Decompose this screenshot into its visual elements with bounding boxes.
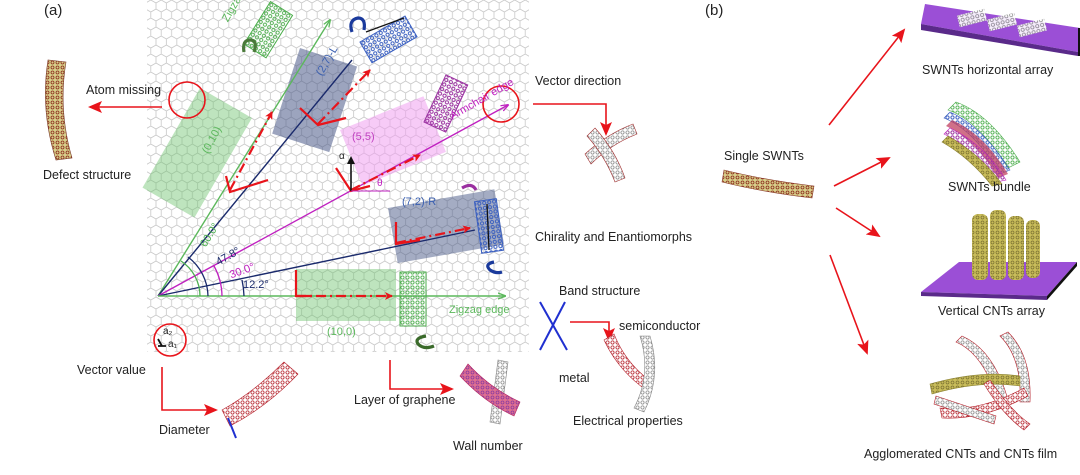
alpha-theta-axes	[347, 156, 390, 192]
unit-cell-2-7	[272, 48, 358, 153]
arrow-to-wall-number	[389, 360, 454, 395]
defect-tube-model	[45, 59, 73, 161]
unit-cell-5-5	[340, 96, 446, 186]
electrical-properties-label: Electrical properties	[573, 414, 683, 428]
theta-symbol: θ	[377, 178, 383, 189]
a2-vector-label: a₂	[163, 326, 173, 337]
chirality-label: Chirality and Enantiomorphs	[535, 230, 693, 244]
vector-value-circle	[153, 323, 187, 357]
arrow-to-electrical	[570, 321, 615, 342]
arrow-to-agglomerated	[829, 254, 869, 355]
chiral-index-7-2-R: (7,2)-R	[402, 196, 437, 208]
line-12-2deg	[157, 229, 476, 297]
atom-missing-circle	[168, 81, 206, 119]
line-60deg	[157, 20, 330, 297]
rotation-glyphs	[242, 16, 503, 350]
diameter-tube-model	[221, 361, 299, 427]
a1-vector-label: a₁	[168, 339, 177, 350]
chirality-tube-right	[586, 127, 626, 183]
arrow-to-bundle	[833, 157, 891, 187]
metal-label: metal	[559, 371, 590, 385]
chiral-vectors	[224, 69, 471, 300]
atom-missing-label: Atom missing	[86, 83, 162, 97]
chiral-index-5-5: (5,5)	[352, 131, 375, 143]
vertical-cnts-array-label: Vertical CNTs array	[938, 304, 1045, 318]
panel-b-models	[721, 4, 1080, 431]
wall-number-label: Wall number	[453, 439, 523, 453]
panel-a-label: (a)	[44, 2, 63, 19]
tube-5-5	[423, 74, 469, 133]
diameter-label: Diameter	[159, 423, 210, 437]
swnts-horizontal-array-label: SWNTs horizontal array	[922, 63, 1054, 77]
band-structure-label: Band structure	[559, 284, 641, 298]
single-swnt-model	[721, 169, 815, 199]
angle-arcs	[180, 256, 245, 297]
tube-10-0	[399, 271, 427, 327]
band-structure-icon	[539, 301, 568, 351]
single-swnts-label: Single SWNTs	[724, 149, 804, 163]
defect-structure-label: Defect structure	[43, 168, 132, 182]
arrow-to-horizontal-array	[828, 28, 906, 126]
agglomerated-cnts-label: Agglomerated CNTs and CNTs film	[864, 447, 1058, 461]
line-30deg	[157, 105, 508, 297]
vector-direction-circle	[482, 85, 520, 123]
wall-number-outer-tube	[459, 363, 521, 417]
zigzag-edge-bottom-label: Zigzag edge	[449, 304, 510, 316]
highlight-circles	[153, 81, 520, 357]
vector-value-label: Vector value	[77, 363, 146, 377]
lattice-tubes	[243, 0, 505, 327]
vector-direction-label: Vector direction	[535, 74, 622, 88]
panel-a-tube-models	[45, 59, 656, 439]
alpha-symbol: α	[339, 151, 345, 162]
semiconductor-tube-model	[633, 335, 656, 413]
semiconductor-label: semiconductor	[619, 319, 701, 333]
arrow-to-diameter	[161, 367, 218, 416]
unit-cell-0-10	[142, 87, 252, 218]
layer-of-graphene-label: Layer of graphene	[354, 393, 456, 407]
angle-12-2: 12.2°	[243, 279, 269, 291]
annotation-arrows-b	[828, 28, 906, 355]
tube-2-7-L	[359, 15, 418, 64]
chiral-index-10-0: (10,0)	[327, 326, 356, 338]
unit-vectors-glyph	[157, 338, 166, 347]
line-47-8deg	[157, 59, 353, 297]
panel-b-label: (b)	[705, 2, 724, 19]
graphene-lattice	[147, 0, 529, 352]
arrow-to-chirality	[533, 103, 612, 136]
unit-cells	[142, 48, 505, 321]
chiral-lines	[157, 20, 508, 297]
annotation-arrows-a	[88, 101, 615, 416]
tube-7-2-R	[473, 198, 505, 254]
arrow-to-vertical-array	[835, 207, 881, 238]
swnts-bundle-label: SWNTs bundle	[948, 180, 1031, 194]
